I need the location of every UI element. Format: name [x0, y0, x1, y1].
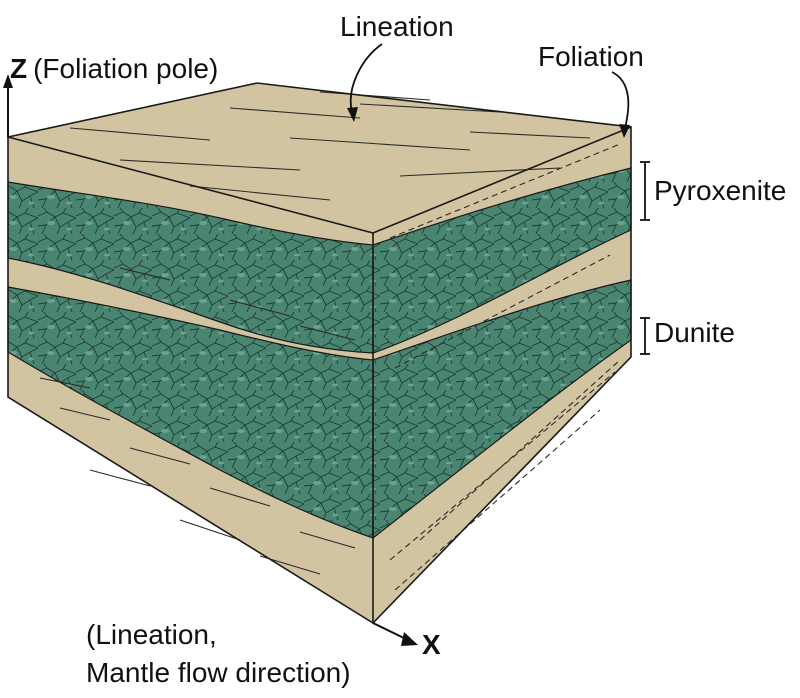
z-axis-letter: Z	[10, 53, 27, 84]
lineation-pointer-arrow	[347, 43, 383, 122]
top-face-matrix	[8, 83, 631, 233]
block-front-face	[7, 137, 374, 623]
top-face-lineation-strokes	[69, 91, 591, 201]
dunite-label: Dunite	[654, 317, 735, 348]
x-axis-arrow	[372, 622, 418, 646]
block-outline	[7, 82, 632, 625]
x-axis-caption-line1: (Lineation,	[86, 619, 217, 650]
z-axis-text: (Foliation pole)	[33, 53, 218, 84]
foliation-label: Foliation	[538, 41, 644, 72]
pyroxenite-label: Pyroxenite	[654, 175, 786, 206]
pyroxenite-bracket	[640, 161, 650, 221]
z-axis-label: Z(Foliation pole)	[10, 53, 218, 84]
block-top-face	[8, 83, 631, 233]
foliation-pointer-arrow	[611, 71, 630, 138]
x-axis-letter: X	[422, 629, 441, 660]
right-face-foliation-dashes	[389, 143, 621, 591]
front-face-lineation-strokes	[39, 267, 356, 575]
lineation-label: Lineation	[340, 11, 454, 42]
block-right-face	[372, 127, 632, 623]
z-axis-arrow	[3, 74, 13, 137]
dunite-bracket	[640, 317, 650, 355]
x-axis-caption-line2: Mantle flow direction)	[86, 657, 351, 688]
